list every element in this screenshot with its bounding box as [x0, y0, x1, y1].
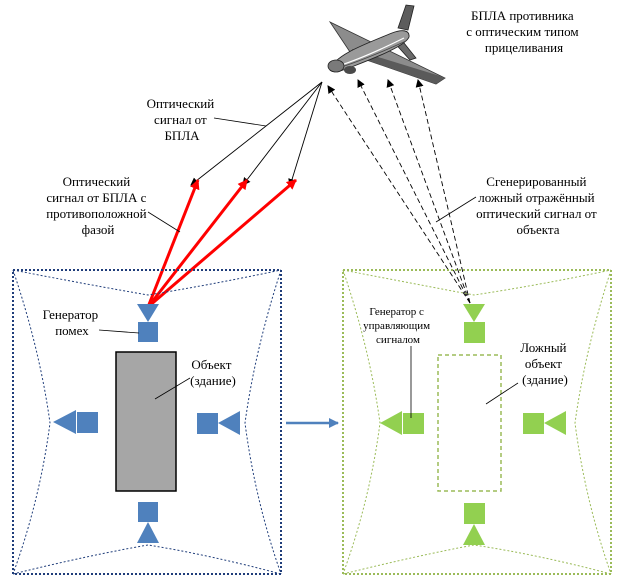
object-label: Объект (здание) [190, 357, 236, 388]
jammer-top-icon [137, 304, 159, 342]
object-leader [154, 377, 191, 400]
jammer-left-icon [53, 410, 98, 434]
antiphase-signal-leader [147, 211, 181, 233]
false-building-object [437, 354, 502, 492]
uav-optical-signal-lines [190, 81, 323, 187]
false-object-label: Ложный объект (здание) [520, 340, 570, 387]
false-reflected-signal-leader [435, 196, 477, 223]
left-protection-zone [12, 269, 282, 575]
enemy-uav-icon [327, 4, 446, 85]
controlled-generator-left-icon [380, 411, 424, 435]
antiphase-signal-label: Оптический сигнал от БПЛА с противополож… [46, 174, 150, 237]
enemy-uav-label: БПЛА противника с оптическим типом прице… [466, 8, 582, 55]
false-reflected-signal-label: Сгенерированный ложный отражённый оптиче… [476, 174, 600, 237]
controlled-generator-right-icon [523, 411, 566, 435]
jammer-bottom-icon [137, 502, 159, 543]
optical-signal-label: Оптический сигнал от БПЛА [147, 96, 218, 143]
right-protection-zone [342, 269, 612, 575]
antiphase-signal-arrows [146, 178, 297, 309]
controlled-generator-label: Генератор с управляющим сигналом [363, 306, 433, 346]
optical-signal-leader [213, 117, 267, 127]
jammer-label: Генератор помех [43, 307, 102, 338]
jammer-leader [98, 329, 140, 334]
controlled-generator-bottom-icon [463, 503, 485, 545]
controlled-generator-top-icon [463, 304, 485, 343]
false-object-leader [485, 382, 519, 405]
jammer-right-icon [197, 411, 240, 435]
false-reflected-signal-lines [327, 79, 471, 304]
building-object [115, 351, 177, 492]
